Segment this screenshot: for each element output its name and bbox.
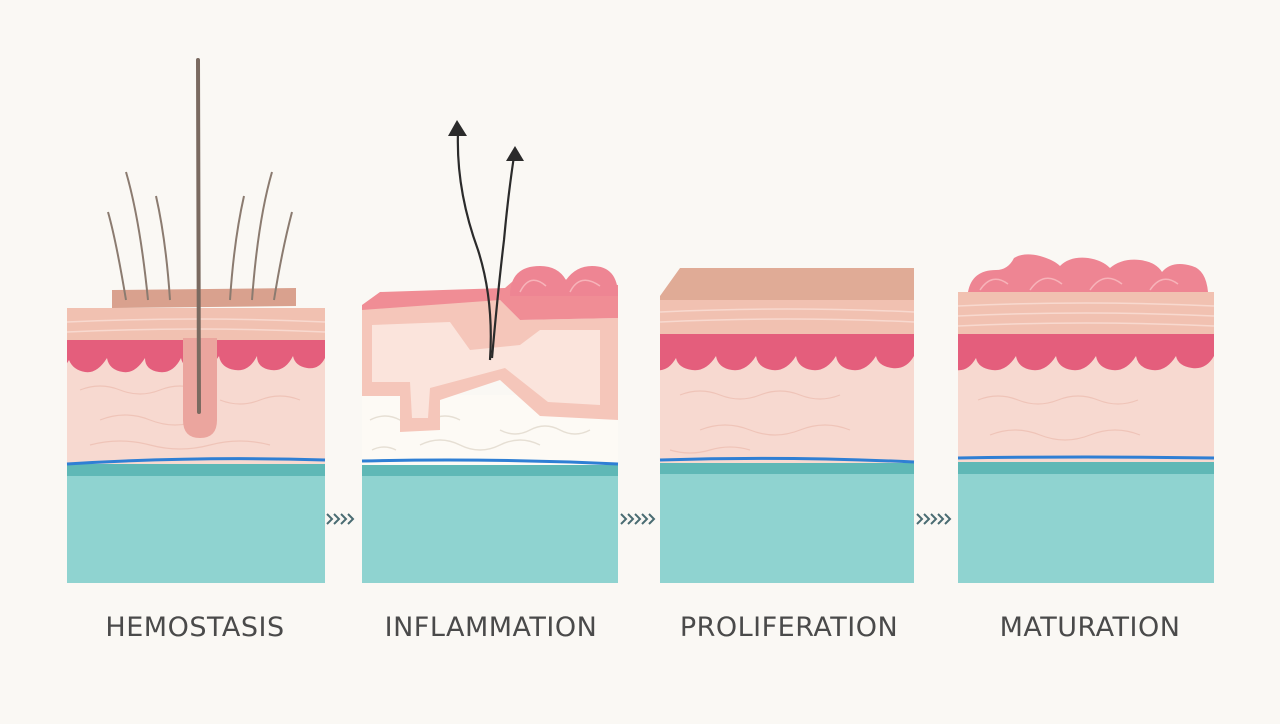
dermis-texture (669, 390, 851, 454)
papillae-layer (958, 332, 1214, 371)
swelling-lines (519, 279, 601, 293)
hair-strand (273, 211, 293, 301)
stage-label-hemostasis: HEMOSTASIS (105, 612, 285, 643)
subcutis-edge (67, 462, 325, 476)
subcutis-layer (958, 468, 1214, 583)
signal-path (490, 155, 516, 359)
epidermis-lines (67, 318, 325, 333)
wound-core (372, 322, 600, 418)
dermis-texture (977, 395, 1141, 441)
wound-swelling (510, 266, 618, 296)
blood-line (659, 456, 915, 464)
hair-strand (107, 211, 127, 301)
blood-line (66, 457, 326, 466)
blood-line (957, 455, 1215, 460)
chevron-arrows-icon (620, 513, 656, 525)
inflammation-panel (361, 120, 619, 583)
epidermis-lines (958, 302, 1214, 327)
new-tissue-top (660, 268, 914, 300)
hair-shaft (196, 58, 201, 414)
hair-strand (125, 171, 149, 301)
proliferation-panel (659, 268, 915, 583)
remodeled-surface (968, 254, 1208, 292)
epidermis-layer (660, 298, 914, 334)
chevron-arrows-icon (916, 513, 952, 525)
subcutis-edge (660, 460, 914, 474)
hemostasis-panel (66, 58, 326, 583)
chevron-arrows-icon (326, 513, 355, 525)
subcutis-edge (362, 462, 618, 476)
up-arrow-icon (506, 146, 524, 161)
subcutis-layer (362, 470, 618, 583)
stage-label-maturation: MATURATION (999, 612, 1181, 643)
hair-strand (229, 195, 245, 301)
subcutis-layer (660, 468, 914, 583)
dermis-texture (79, 385, 301, 450)
epidermis-lines (660, 308, 914, 323)
stage-label-proliferation: PROLIFERATION (679, 612, 899, 643)
surface-lines (979, 277, 1179, 291)
hair-strand (155, 195, 171, 301)
epidermis-layer (67, 308, 325, 340)
signal-path (456, 131, 492, 361)
papillae-layer (660, 332, 914, 371)
blood-line (361, 458, 619, 466)
hair-strand (251, 171, 273, 301)
up-arrow-icon (448, 120, 467, 136)
stage-label-inflammation: INFLAMMATION (384, 612, 598, 643)
subcutis-edge (958, 460, 1214, 474)
subcutis-layer (67, 468, 325, 583)
scab (112, 288, 296, 308)
maturation-panel (957, 254, 1215, 583)
